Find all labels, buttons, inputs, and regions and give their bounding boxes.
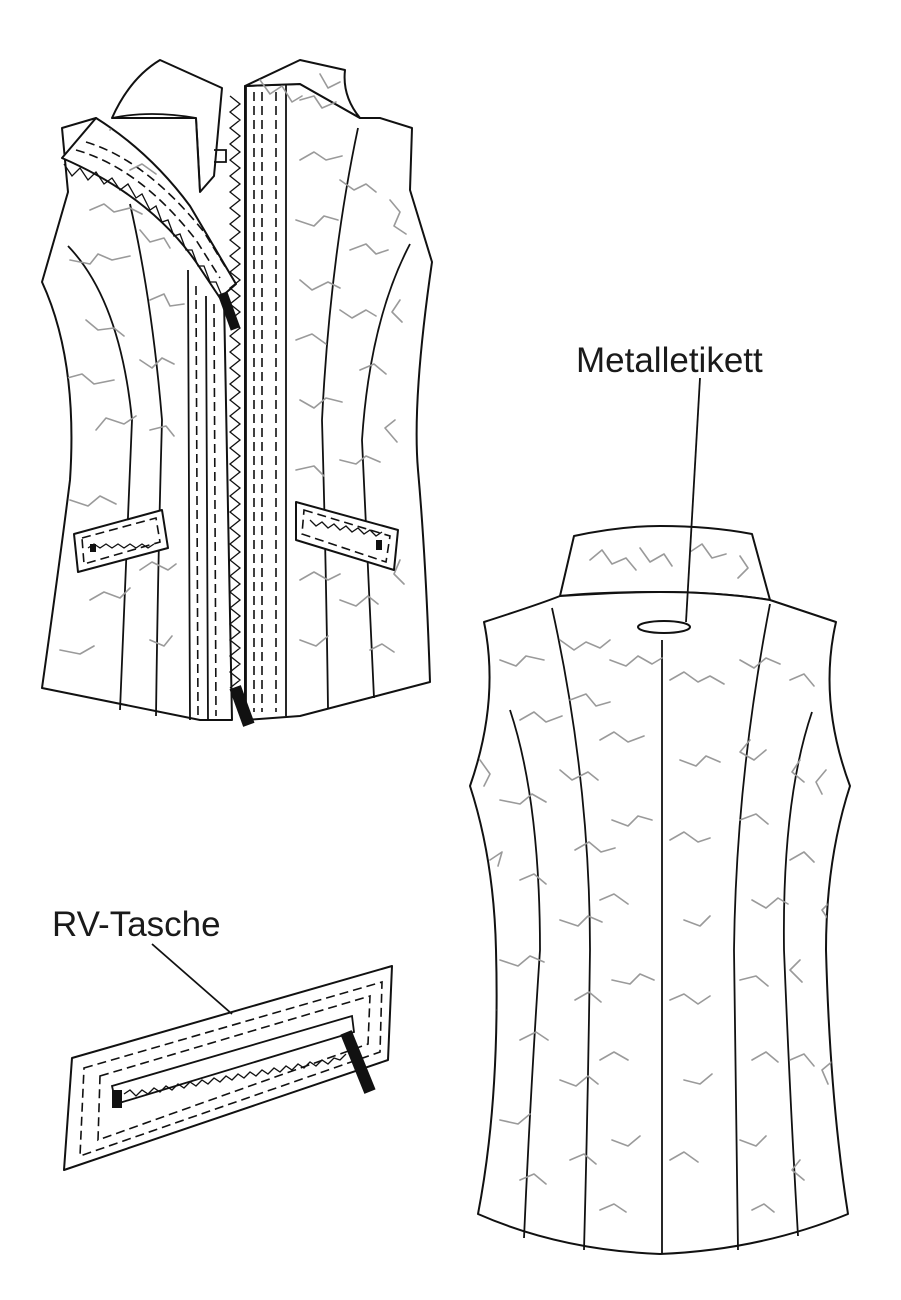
back-seam-left-2: [551, 607, 591, 1251]
metal-label-caption: Metalletikett: [576, 341, 763, 380]
pocket-detail-zipper-teeth: [123, 1053, 347, 1097]
back-seam-right-1: [733, 603, 771, 1251]
front-seam-right-outer: [361, 243, 411, 699]
pocket-detail-outline: [63, 965, 393, 1171]
front-right-pocket: [295, 501, 399, 571]
pocket-detail-stitch-1: [79, 980, 383, 1158]
placket-left-stitch: [195, 285, 217, 717]
pocket-detail-stitch-2: [97, 994, 371, 1142]
pocket-detail-zipper-stop: [112, 1090, 122, 1108]
zip-pocket-leader: [151, 943, 233, 1015]
zip-pocket-caption: RV-Tasche: [52, 905, 221, 944]
front-seam-left-outer: [67, 245, 133, 711]
lapel-zipper-teeth: [63, 163, 223, 297]
front-zipper-pull-bottom: [229, 685, 255, 727]
lapel-topstitch: [75, 149, 221, 279]
pocket-detail-zipper-pull: [340, 1030, 376, 1094]
front-zipper-teeth: [228, 95, 242, 689]
metal-label-tag: [637, 620, 691, 634]
front-right-panel: [244, 83, 433, 721]
front-neck-inner: [195, 117, 227, 193]
zip-pocket-detail: [63, 943, 393, 1171]
front-seam-left-inner: [129, 203, 163, 717]
placket-right-edge: [245, 84, 287, 718]
back-body: [469, 591, 851, 1255]
front-zipper-pull-top: [217, 291, 241, 331]
back-seam-left-1: [509, 709, 541, 1239]
metal-label-leader: [685, 377, 701, 623]
collar-seam: [111, 113, 197, 119]
front-seam-right-inner: [321, 127, 359, 709]
placket-right-stitch: [253, 92, 277, 712]
back-crinkle-texture: [479, 543, 835, 1213]
vest-front-view: [41, 59, 433, 727]
back-collar: [559, 525, 771, 601]
vest-back-view: [469, 377, 851, 1255]
lapel-topstitch-2: [85, 141, 227, 269]
front-left-panel: [41, 117, 233, 721]
placket-left-edge: [187, 269, 209, 721]
front-left-pocket: [73, 509, 169, 573]
